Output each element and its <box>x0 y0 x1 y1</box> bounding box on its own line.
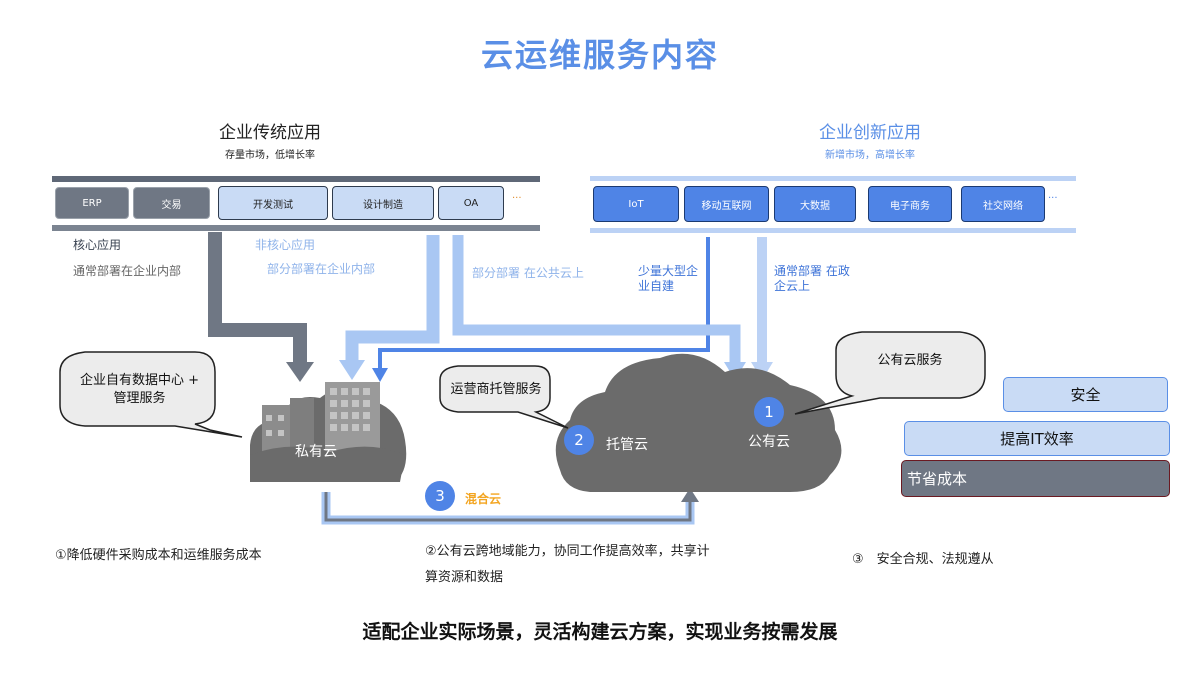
core-label: 核心应用 <box>73 238 122 252</box>
traditional-more: ... <box>512 190 522 201</box>
app-dev-test: 开发测试 <box>218 186 328 220</box>
managed-cloud-number: 2 <box>564 425 594 455</box>
app-trade: 交易 <box>133 187 210 219</box>
app-erp: ERP <box>55 187 129 219</box>
selfbuild-arrow-head <box>372 368 388 382</box>
noncore-arrow <box>345 235 440 363</box>
private-bubble-text: 企业自有数据中心 + 管理服务 <box>79 373 200 406</box>
hybrid-cloud-label: 混合云 <box>465 492 502 506</box>
core-arrow <box>208 232 307 365</box>
managed-bubble-shape <box>439 365 569 429</box>
app-oa: OA <box>438 186 504 220</box>
hybrid-connector <box>321 492 695 525</box>
traditional-bar-top <box>52 176 540 182</box>
innovation-bar-bottom <box>590 228 1076 233</box>
public-cloud-shape <box>555 353 842 492</box>
innovation-bar-top <box>590 176 1076 181</box>
traditional-subtitle: 存量市场，低增长率 <box>225 150 315 161</box>
innovation-subtitle: 新增市场，高增长率 <box>825 150 915 161</box>
app-design-mfg: 设计制造 <box>332 186 434 220</box>
core-arrow-head <box>286 362 314 382</box>
public-bubble-shape <box>794 331 986 415</box>
tier-cost-saving: 节省成本 <box>901 460 1170 497</box>
note-1: ①降低硬件采购成本和运维服务成本 <box>55 548 262 563</box>
footer-slogan: 适配企业实际场景，灵活构建云方案，实现业务按需发展 <box>362 621 838 643</box>
traditional-title: 企业传统应用 <box>219 123 321 143</box>
gov-desc: 通常部署 在政企云上 <box>774 264 850 293</box>
public-bubble-text: 公有云服务 <box>877 353 943 368</box>
public-cloud-label: 公有云 <box>748 434 790 450</box>
core-desc: 通常部署在企业内部 <box>73 264 182 278</box>
tier-it-efficiency: 提高IT效率 <box>904 421 1170 456</box>
managed-cloud-label: 托管云 <box>606 437 648 453</box>
tier-security: 安全 <box>1003 377 1168 412</box>
app-big-data: 大数据 <box>774 186 856 222</box>
hybrid-cloud-number: 3 <box>425 481 455 511</box>
traditional-bar-bottom <box>52 225 540 231</box>
note-3: ③ 安全合规、法规遵从 <box>852 552 994 567</box>
app-social-network: 社交网络 <box>961 186 1045 222</box>
innovation-more: ... <box>1048 190 1058 201</box>
private-bubble-shape <box>59 351 243 438</box>
selfbuild-arrow <box>378 237 710 370</box>
app-iot: IoT <box>593 186 679 222</box>
note-2: ②公有云跨地域能力，协同工作提高效率，共享计算资源和数据 <box>425 544 710 585</box>
app-mobile-internet: 移动互联网 <box>684 186 769 222</box>
public-deploy-arrow <box>452 235 741 365</box>
noncore-arrow-head <box>339 360 365 380</box>
page-title: 云运维服务内容 <box>480 36 719 74</box>
noncore-desc: 部分部署在企业内部 <box>267 262 376 276</box>
app-ecommerce: 电子商务 <box>868 186 952 222</box>
noncore-label: 非核心应用 <box>255 238 316 252</box>
public-deploy-desc: 部分部署 在公共云上 <box>472 266 584 280</box>
hybrid-connector-head <box>681 488 699 502</box>
private-cloud-label: 私有云 <box>295 444 337 460</box>
managed-bubble-text: 运营商托管服务 <box>450 382 542 397</box>
selfbuild-desc: 少量大型企业自建 <box>638 264 699 293</box>
public-cloud-number: 1 <box>754 397 784 427</box>
innovation-title: 企业创新应用 <box>819 123 921 143</box>
private-cloud-shape <box>250 382 407 482</box>
